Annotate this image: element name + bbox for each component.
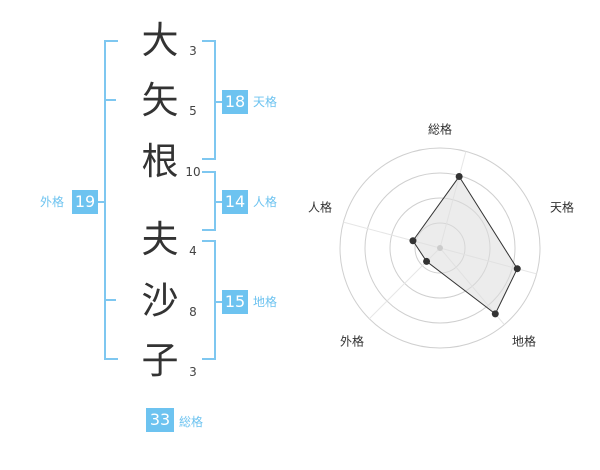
radar-value-area [412, 175, 518, 315]
radar-axis-label: 地格 [512, 334, 536, 349]
given-char-3: 子 [141, 339, 179, 382]
surname-strokes-2: 5 [189, 104, 197, 118]
surname-char-3: 根 [141, 140, 179, 183]
jinkaku-label: 人格 [253, 195, 278, 209]
surname-strokes-1: 3 [189, 44, 197, 58]
radar-axis-label: 人格 [308, 200, 332, 215]
chikaku-bracket-connector [216, 301, 222, 303]
gaikaku-bracket-connector [96, 201, 104, 203]
given-strokes-1: 4 [189, 244, 197, 258]
given-strokes-3: 3 [189, 365, 197, 379]
radar-point [423, 257, 431, 265]
soukaku-label: 総格 [179, 415, 204, 429]
jinkaku-bracket [202, 171, 216, 231]
surname-strokes-3: 10 [185, 165, 201, 179]
jinkaku-value-badge: 14 [222, 190, 248, 214]
tenkaku-bracket [202, 40, 216, 160]
tenkaku-bracket-connector [216, 101, 222, 103]
radar-center-dot [437, 245, 443, 251]
gaikaku-bracket [104, 40, 118, 360]
chikaku-value-badge: 15 [222, 290, 248, 314]
gaikaku-bracket-tick [104, 299, 116, 301]
radar-point [455, 173, 463, 181]
soukaku-value-badge: 33 [146, 408, 174, 432]
given-strokes-2: 8 [189, 305, 197, 319]
radar-point [409, 237, 417, 245]
chikaku-bracket [202, 240, 216, 360]
radar-ring [339, 147, 541, 349]
gaikaku-label: 外格 [40, 195, 65, 209]
radar-axis-label: 天格 [550, 200, 574, 215]
radar-axis-label: 総格 [428, 122, 452, 137]
radar-point [513, 265, 521, 273]
radar-points [409, 173, 521, 318]
tenkaku-value-badge: 18 [222, 90, 248, 114]
tenkaku-label: 天格 [253, 95, 278, 109]
radar-axis-label: 外格 [340, 334, 364, 349]
gaikaku-bracket-tick [104, 99, 116, 101]
radar-ring [364, 172, 516, 324]
surname-char-2: 矢 [141, 79, 179, 122]
jinkaku-bracket-connector [216, 201, 222, 203]
radar-point [491, 310, 499, 318]
chikaku-label: 地格 [253, 295, 278, 309]
gaikaku-value-badge: 19 [72, 190, 98, 214]
given-char-1: 夫 [141, 218, 179, 261]
given-char-2: 沙 [141, 279, 179, 322]
surname-char-1: 大 [141, 19, 179, 62]
